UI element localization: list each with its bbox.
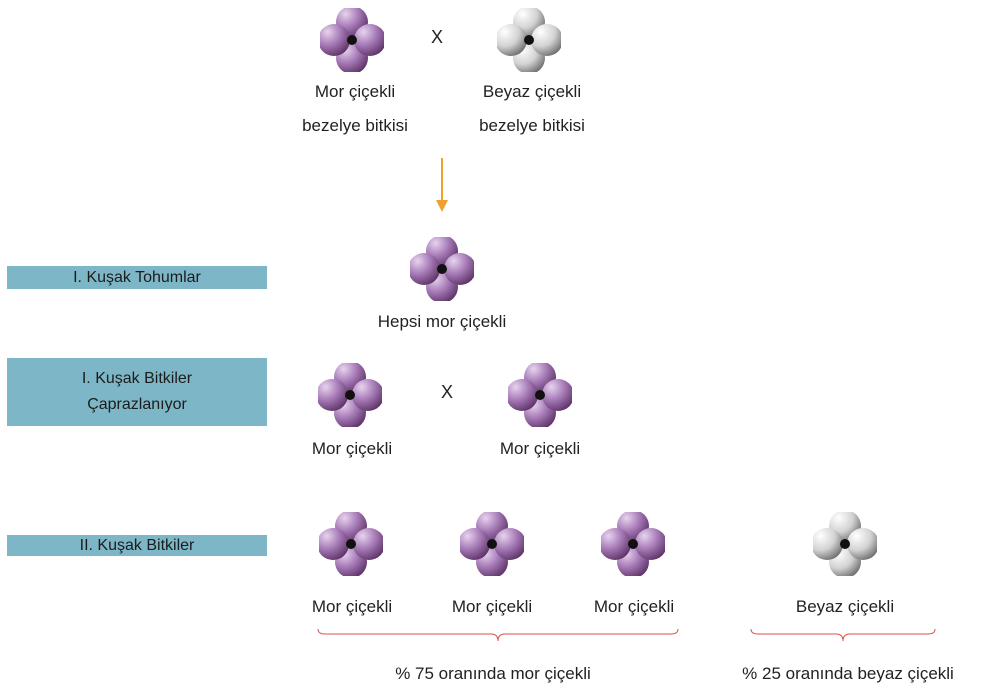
cross-symbol: X: [431, 27, 444, 47]
row-label-f1-seeds-text: I. Kuşak Tohumlar: [73, 268, 201, 286]
cross-symbol: X: [441, 382, 454, 402]
row-label-f1-plants-line1: I. Kuşak Bitkiler: [81, 370, 193, 387]
parent-white-label: Beyaz çiçekli bezelye bitkisi: [462, 80, 602, 138]
f1-cross-right-label: Mor çiçekli: [499, 439, 581, 458]
purple-flower-icon: [601, 512, 665, 576]
row-label-f1-plants: I. Kuşak Bitkiler Çaprazlanıyor: [7, 358, 267, 426]
purple-summary: % 75 oranında mor çiçekli: [395, 664, 591, 683]
f2-label-1: Mor çiçekli: [311, 597, 393, 616]
white-flower-icon: [813, 512, 877, 576]
row-label-f2-plants: II. Kuşak Bitkiler: [7, 535, 267, 556]
f2-label-3: Mor çiçekli: [593, 597, 675, 616]
down-arrow-icon: [436, 158, 448, 212]
parent-purple-label: Mor çiçekli bezelye bitkisi: [290, 80, 420, 138]
row-label-f1-seeds: I. Kuşak Tohumlar: [7, 266, 267, 289]
f1-cross-left-label: Mor çiçekli: [311, 439, 393, 458]
parent-purple-label-line1: Mor çiçekli: [314, 82, 396, 101]
row-label-f2-plants-text: II. Kuşak Bitkiler: [79, 536, 195, 554]
purple-flower-icon: [320, 8, 384, 72]
parent-purple-label-line2: bezelye bitkisi: [302, 116, 408, 135]
parent-white-label-line2: bezelye bitkisi: [479, 116, 585, 135]
white-flower-icon: [497, 8, 561, 72]
f1-label: Hepsi mor çiçekli: [377, 312, 507, 331]
row-label-f1-plants-line2: Çaprazlanıyor: [87, 396, 187, 413]
purple-flower-icon: [508, 363, 572, 427]
purple-flower-icon: [318, 363, 382, 427]
parent-white-label-line1: Beyaz çiçekli: [482, 82, 582, 101]
f2-label-2: Mor çiçekli: [451, 597, 533, 616]
purple-flower-icon: [319, 512, 383, 576]
purple-flower-icon: [460, 512, 524, 576]
f2-label-4: Beyaz çiçekli: [795, 597, 895, 616]
brace-white: [750, 628, 936, 642]
brace-purple: [317, 628, 679, 642]
purple-flower-icon: [410, 237, 474, 301]
white-summary: % 25 oranında beyaz çiçekli: [742, 664, 954, 683]
